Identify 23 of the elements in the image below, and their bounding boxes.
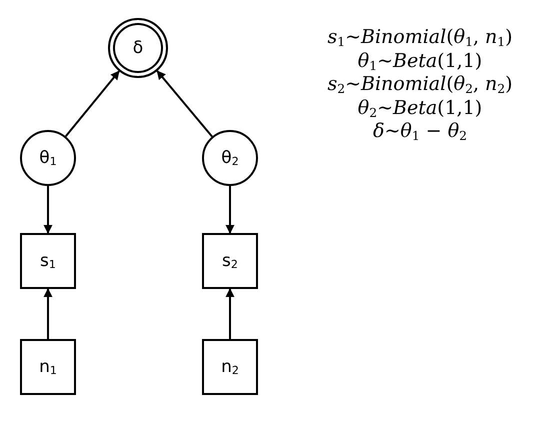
node-label: n$_{1}$ [39, 356, 57, 378]
node-label: δ [132, 38, 144, 58]
square-node [20, 233, 76, 289]
arrow [156, 70, 213, 138]
arrow [226, 288, 234, 339]
equation: θ$_{1}$~Beta(1,1) [356, 50, 484, 72]
equation: δ~θ$_{1}$ − θ$_{2}$ [372, 120, 468, 143]
square-node [202, 233, 258, 289]
node-label: n$_{2}$ [221, 356, 239, 378]
arrow [44, 288, 52, 339]
arrow [44, 186, 52, 234]
equation: s$_{2}$~Binomial(θ$_{2}$, n$_{2}$) [326, 73, 514, 96]
node-label: θ$_{1}$ [39, 148, 57, 168]
square-node [202, 339, 258, 395]
equation: θ$_{2}$~Beta(1,1) [356, 96, 484, 120]
double-circle-node [108, 18, 168, 78]
arrow [64, 70, 120, 137]
node-label: s$_{2}$ [222, 250, 238, 272]
square-node [20, 339, 76, 395]
node-label: s$_{1}$ [40, 250, 56, 272]
node-label: θ$_{2}$ [221, 148, 239, 168]
equation: s$_{1}$~Binomial(θ$_{1}$, n$_{1}$) [326, 26, 514, 49]
arrow [226, 186, 234, 234]
